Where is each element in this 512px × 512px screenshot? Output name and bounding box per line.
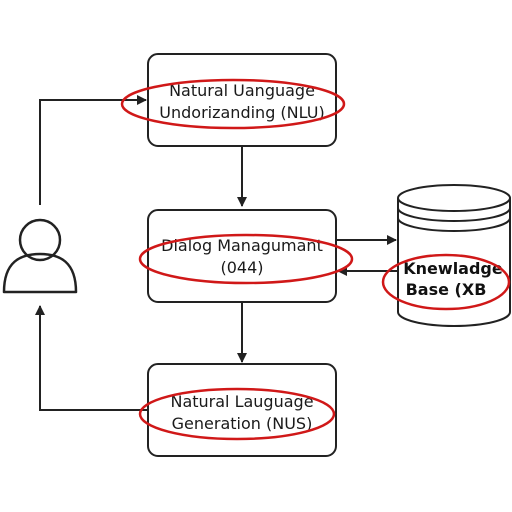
nlu-label-line1: Natural Uanguage — [169, 81, 315, 100]
kb-label-line1: Knewladge — [403, 259, 503, 278]
knowledge-base: Knewladge Base (XB — [381, 253, 511, 311]
dm-label-line1: Dialog Managumant — [161, 236, 323, 255]
arrow-user-to-nlu — [39, 95, 147, 205]
dm-highlight-ellipse — [138, 233, 354, 285]
database-icon — [397, 184, 511, 327]
kb-highlight-ellipse — [381, 253, 511, 311]
dialog-management-box: Dialog Managumant (044) — [138, 209, 354, 303]
dm-label-line2: (044) — [220, 258, 263, 277]
nlu-highlight-ellipse — [120, 78, 346, 130]
nlu-box: Natural Uanguage Undorizanding (NLU) — [120, 53, 346, 147]
user-icon — [2, 218, 78, 294]
nlg-highlight-ellipse — [138, 387, 336, 441]
kb-label-line2: Base (XB — [406, 280, 487, 299]
nlg-label-line2: Generation (NUS) — [172, 414, 313, 433]
nlu-label-line2: Undorizanding (NLU) — [159, 103, 324, 122]
arrow-nlg-to-user — [35, 305, 148, 411]
nlg-box: Natural Lauguage Generation (NUS) — [138, 363, 337, 457]
nlg-label-line1: Natural Lauguage — [170, 392, 313, 411]
